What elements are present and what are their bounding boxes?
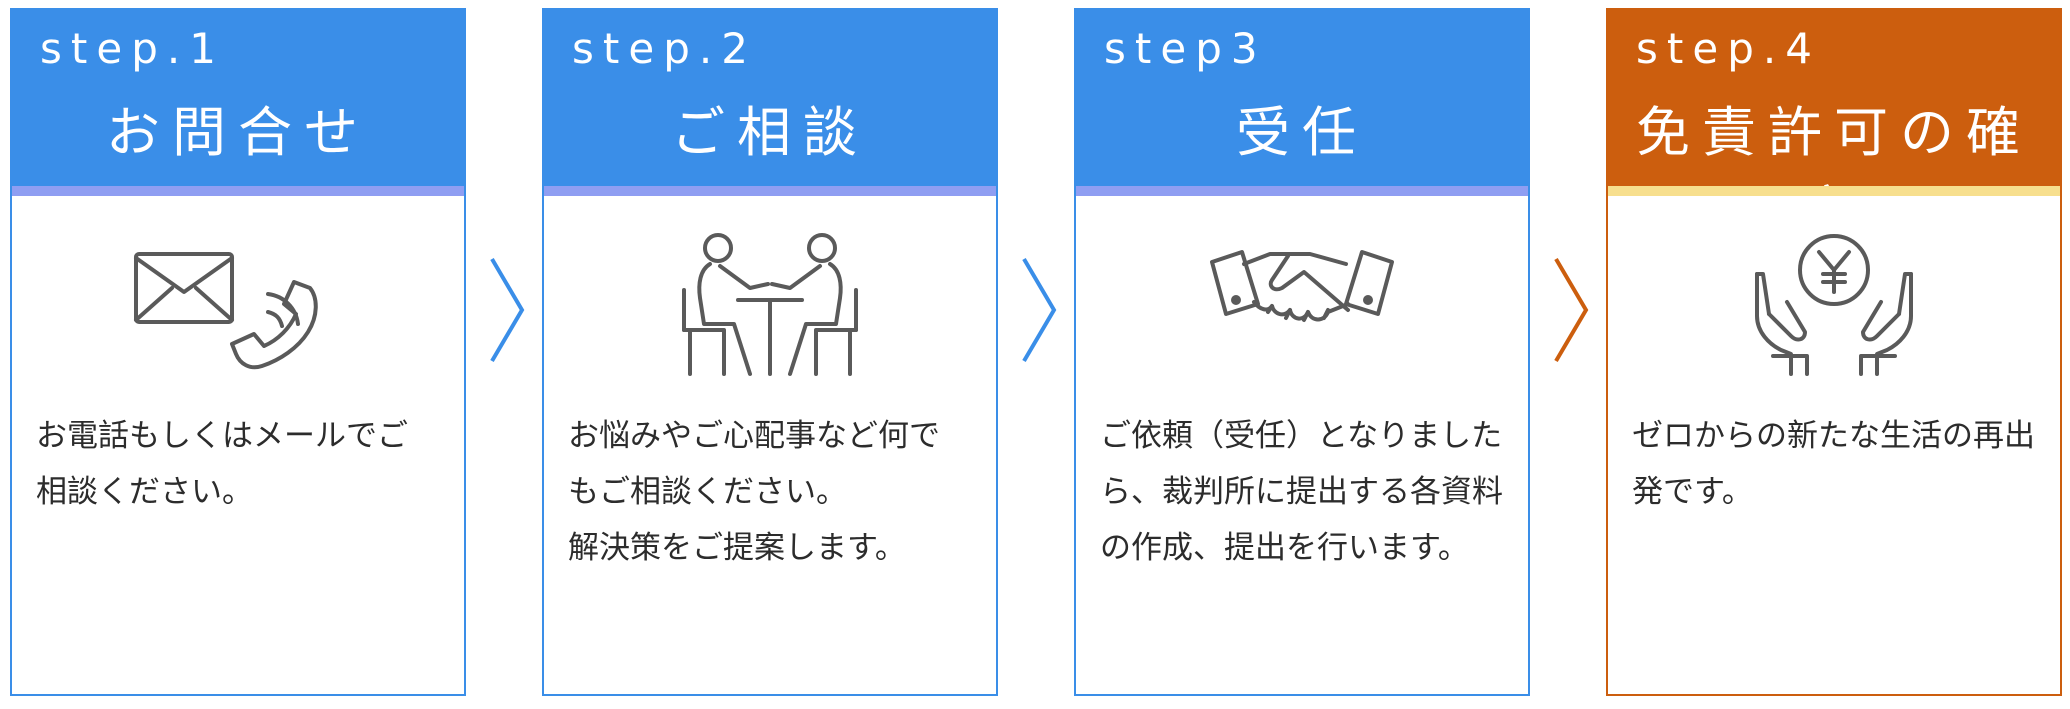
step-card-1: step.1 お問合せ お電話もしくはメールでご 相談ください。 [10,8,466,696]
step-label: step3 [1104,24,1267,73]
step-description: ゼロからの新たな生活の再出 発です。 [1632,408,2040,520]
description-line: 相談ください。 [36,474,253,510]
header-accent-bar [544,186,996,196]
step-description: お電話もしくはメールでご 相談ください。 [36,408,444,520]
chevron-right-icon [1022,257,1057,363]
header-accent-bar [12,186,464,196]
step-card-3: step3 受任 ご依頼（受任）となりました ら、裁判所に提出する各資料 の作成… [1074,8,1530,696]
step-label: step.2 [572,24,757,73]
chevron-right-icon [490,257,525,363]
step-title: 免責許可の確定 [1636,101,2032,243]
step-label: step.1 [40,24,225,73]
chevron-right-icon [1554,257,1589,363]
description-line: 解決策をご提案します。 [568,530,906,566]
description-line: もご相談ください。 [568,474,847,510]
illustration [12,230,464,380]
consultation-icon [682,233,858,376]
step-card-2: step.2 ご相談 お悩みやご心配事など何で もご相談ください。 解決策をご提… [542,8,998,696]
step-label: step.4 [1636,24,1821,73]
description-line: の作成、提出を行います。 [1100,530,1469,566]
yen-hands-icon [1755,234,1913,376]
step-title: ご相談 [671,101,869,164]
illustration [1608,230,2060,380]
header-accent-bar [1076,186,1528,196]
step-title: お問合せ [106,101,370,164]
illustration [544,230,996,380]
step-card-4: step.4 免責許可の確定 ゼロからの新たな生活の再出 発です。 [1606,8,2062,696]
step-header: step3 受任 [1076,10,1528,186]
description-line: お電話もしくはメールでご [36,418,408,454]
description-line: 発です。 [1632,474,1753,510]
description-line: ら、裁判所に提出する各資料 [1100,474,1503,510]
header-accent-bar [1608,186,2060,196]
illustration [1076,230,1528,380]
step-description: お悩みやご心配事など何で もご相談ください。 解決策をご提案します。 [568,408,976,576]
step-title: 受任 [1236,101,1368,164]
step-header: step.2 ご相談 [544,10,996,186]
handshake-icon [1210,250,1394,322]
description-line: お悩みやご心配事など何で [568,418,940,454]
description-line: ゼロからの新たな生活の再出 [1632,418,2035,454]
step-description: ご依頼（受任）となりました ら、裁判所に提出する各資料 の作成、提出を行います。 [1100,408,1508,576]
description-line: ご依頼（受任）となりました [1100,418,1503,454]
step-header: step.4 免責許可の確定 [1608,10,2060,243]
step-header: step.1 お問合せ [12,10,464,186]
mail-phone-icon [134,252,318,370]
